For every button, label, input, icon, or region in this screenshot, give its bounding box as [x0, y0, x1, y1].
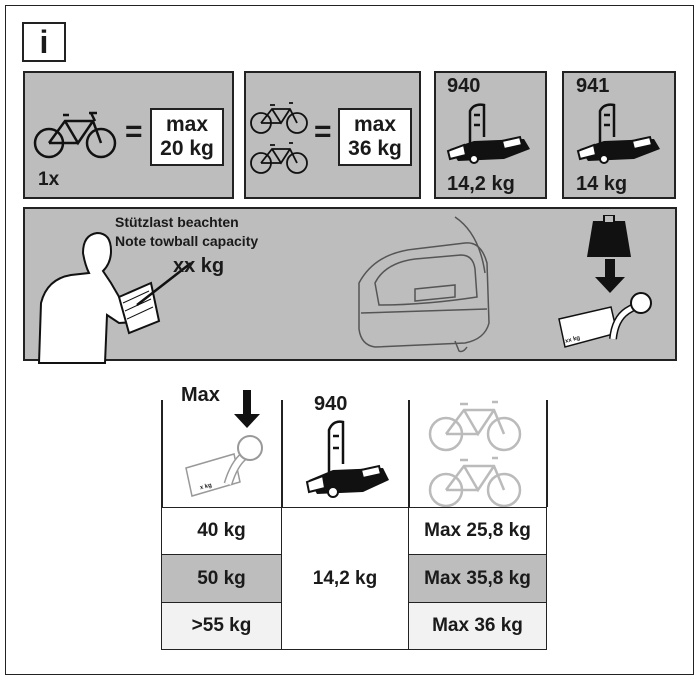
bicycle-icon: [250, 142, 308, 174]
panel-towball-capacity: Stützlast beachten Note towball capacity…: [23, 207, 677, 364]
carrier-weight: 14 kg: [576, 173, 628, 195]
model-number: 940: [447, 75, 481, 97]
panel-single-bike: = max 20 kg 1x: [23, 71, 234, 199]
bike-carrier-icon: [446, 103, 530, 164]
arrow-down-icon: [234, 390, 260, 428]
car-rear-icon: [358, 216, 490, 353]
max-load-box: max 20 kg: [150, 108, 224, 166]
header-right-divider: [408, 400, 410, 507]
bike-carrier-icon: [305, 420, 389, 498]
header-mid-divider: [281, 400, 283, 507]
table-max-label: Max: [181, 384, 220, 406]
bike-load-cell-row3: Max 36 kg: [408, 602, 547, 650]
bike-load-cell-row1: Max 25,8 kg: [408, 507, 547, 555]
max-value: 36 kg: [348, 137, 402, 160]
carrier-weight: 14,2 kg: [447, 173, 515, 195]
info-icon: i: [22, 22, 66, 62]
header-far-right-divider: [546, 400, 548, 507]
max-label: max: [353, 113, 397, 136]
equals-sign: =: [314, 115, 332, 148]
arrow-down-icon: [595, 259, 625, 293]
table-model-number: 940: [314, 393, 348, 415]
pointer-line: [136, 262, 192, 306]
bike-carrier-icon: [576, 103, 660, 164]
towball-cell-row2: 50 kg: [161, 554, 282, 603]
towball-cell-row3: >55 kg: [161, 602, 282, 650]
note-de: Stützlast beachten: [115, 214, 239, 230]
bicycle-icon: [428, 456, 522, 508]
panel-model-940: 940 14,2 kg: [434, 71, 547, 199]
towball-value: xx kg: [173, 255, 225, 277]
note-en: Note towball capacity: [115, 233, 259, 249]
bike-load-cell-row2: Max 35,8 kg: [408, 554, 547, 603]
header-left-divider: [161, 400, 163, 507]
towball-cell-row1: 40 kg: [161, 507, 282, 555]
bicycle-icon: [33, 111, 117, 159]
bicycle-icon: [250, 102, 308, 134]
model-number: 941: [576, 75, 610, 97]
towball-icon: [185, 435, 263, 497]
towball-icon: [558, 292, 652, 348]
max-value: 20 kg: [160, 137, 214, 160]
equals-sign: =: [125, 115, 143, 148]
carrier-weight-cell: 14,2 kg: [281, 507, 409, 650]
max-label: max: [165, 113, 209, 136]
page-frame: [5, 5, 694, 675]
weight-icon: [587, 215, 631, 257]
bicycle-icon: [428, 400, 522, 452]
max-load-box: max 36 kg: [338, 108, 412, 166]
panel-two-bikes: = max 36 kg: [244, 71, 421, 199]
panel-model-941: 941 14 kg: [562, 71, 676, 199]
bike-count: 1x: [38, 169, 60, 190]
